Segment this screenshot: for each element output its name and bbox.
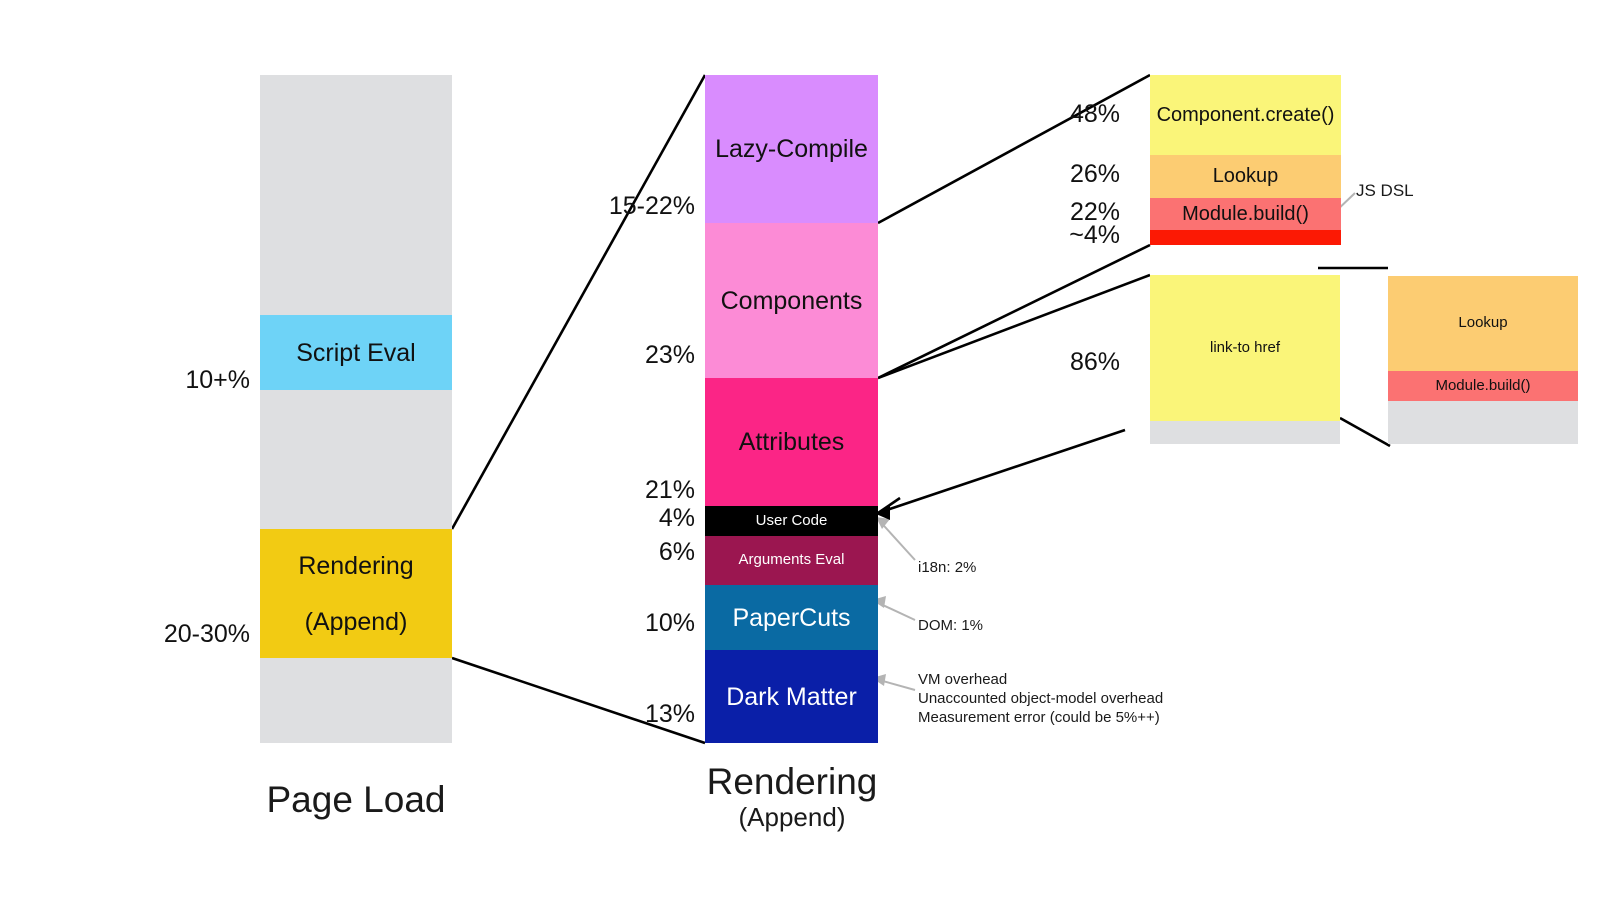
page-load-caption: Page Load [196,780,516,820]
rendering-segment-dark-matter[interactable]: Dark Matter [705,650,878,743]
attributes-sub-detail-column: Lookup Module.build() [1388,276,1578,444]
segment-label: Dark Matter [726,682,857,711]
attributes-sub-detail-segment-lookup[interactable]: Lookup [1388,276,1578,371]
components-detail-segment-js-dsl[interactable] [1150,230,1341,245]
segment-label: PaperCuts [732,603,851,632]
annotation-dom: DOM: 1% [918,617,984,634]
annotation-dark-matter: VM overhead Unaccounted object-model ove… [918,671,1164,727]
segment-label: Component.create() [1156,103,1335,126]
attributes-detail-pct-link-to-href: 86% [1069,348,1120,376]
components-detail-segment-component-create[interactable]: Component.create() [1150,75,1341,155]
segment-label-line2: (Append) [304,607,408,636]
rendering-segment-attributes[interactable]: Attributes [705,378,878,506]
page-load-pct-rendering: 20-30% [163,620,250,648]
components-detail-segment-module-build[interactable]: Module.build() [1150,198,1341,230]
segment-label-line1: Rendering [298,551,414,580]
rendering-pct-dark-matter: 13% [644,700,695,728]
components-detail-segment-lookup[interactable]: Lookup [1150,155,1341,198]
page-load-pct-script-eval: 10+% [185,366,250,394]
rendering-pct-attributes: 21% [644,476,695,504]
components-detail-pct-module-build: 22% [1069,198,1120,226]
attributes-detail-segment-link-to-href[interactable]: link-to href [1150,275,1340,421]
segment-label: Components [720,286,863,315]
rendering-caption-sub: (Append) [738,801,846,832]
rendering-pct-arguments-eval: 6% [658,538,695,566]
components-detail-column: Component.create() Lookup Module.build() [1150,75,1341,245]
attributes-sub-detail-segment-module-build[interactable]: Module.build() [1388,371,1578,401]
attributes-detail-column: link-to href [1150,275,1340,444]
components-detail-pct-js-dsl: ~4% [1069,221,1120,249]
segment-label: Attributes [738,428,845,456]
rendering-segment-components[interactable]: Components [705,223,878,378]
annotation-i18n: i18n: 2% [918,559,977,576]
segment-label: Lookup [1458,314,1508,332]
rendering-segment-papercuts[interactable]: PaperCuts [705,585,878,650]
page-load-column: Script Eval Rendering (Append) [260,75,452,743]
components-detail-pct-component-create: 48% [1069,100,1120,128]
page-load-segment-script-eval[interactable]: Script Eval [260,315,452,390]
rendering-pct-user-code: 4% [658,504,695,532]
segment-label: Lookup [1212,165,1279,188]
rendering-segment-arguments-eval[interactable]: Arguments Eval [705,536,878,585]
segment-label: Rendering (Append) [298,552,413,636]
js-dsl-callout-label: JS DSL [1356,181,1414,200]
segment-label: Module.build() [1435,376,1531,394]
components-detail-pct-lookup: 26% [1069,160,1120,188]
segment-label: Script Eval [296,338,416,367]
page-load-segment-rendering[interactable]: Rendering (Append) [260,529,452,658]
rendering-caption: Rendering (Append) [632,762,952,833]
segment-label: link-to href [1209,338,1281,356]
rendering-segment-user-code[interactable]: User Code [705,506,878,536]
page-load-caption-text: Page Load [266,779,446,820]
segment-label: Module.build() [1182,202,1309,225]
rendering-pct-papercuts: 10% [644,609,695,637]
segment-label: Arguments Eval [738,551,845,569]
rendering-pct-components: 23% [644,341,695,369]
rendering-column: Lazy-Compile Components Attributes User … [705,75,878,743]
segment-label: User Code [755,511,828,529]
rendering-caption-text: Rendering [706,761,878,802]
rendering-pct-lazy-compile: 15-22% [608,192,695,220]
rendering-segment-lazy-compile[interactable]: Lazy-Compile [705,75,878,223]
segment-label: Lazy-Compile [715,135,868,163]
